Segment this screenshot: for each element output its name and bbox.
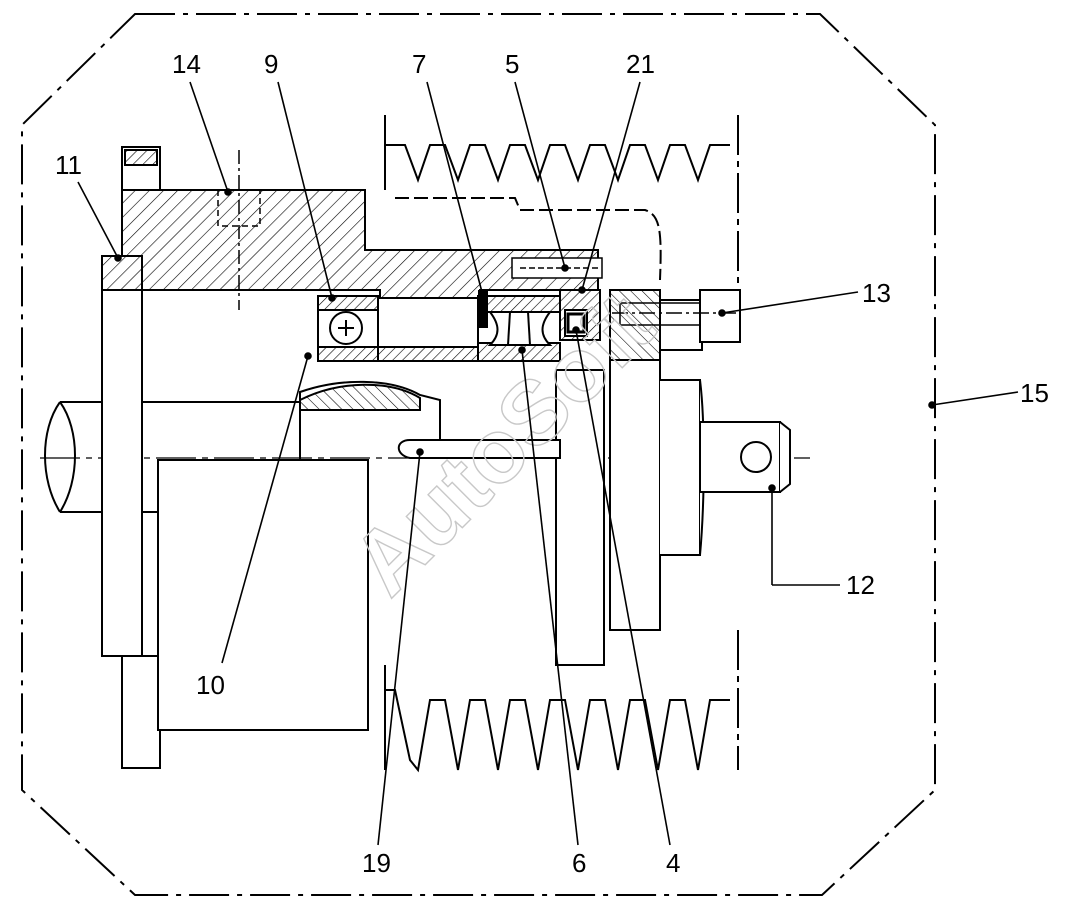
flange-plate [101,255,369,769]
belt-grooves-bottom [384,630,739,773]
callout-4: 4 [666,848,680,878]
inner-sleeve [377,297,479,362]
callout-10: 10 [196,670,225,700]
callout-14: 14 [172,49,201,79]
belt-grooves-top [384,115,739,290]
bolt-5 [511,257,603,279]
housing-bolt-14 [217,150,261,310]
coupling-end-12 [699,421,791,493]
leader-lines [77,81,1019,846]
pulley-hub [555,289,741,666]
callout-5: 5 [505,49,519,79]
housing [101,146,599,299]
bolt-13 [612,302,740,326]
callout-11: 11 [55,150,82,180]
callout-15: 15 [1020,378,1049,408]
callout-9: 9 [264,49,278,79]
ball-bearing-9 [317,295,379,362]
callout-19: 19 [362,848,391,878]
callout-7: 7 [412,49,426,79]
seal-7 [478,290,488,328]
inner-hub [258,380,561,459]
callout-6: 6 [572,848,586,878]
callout-12: 12 [846,570,875,600]
callout-13: 13 [862,278,891,308]
callout-21: 21 [626,49,655,79]
seal-ring-21 [559,289,601,341]
detail-boundary [21,13,936,896]
